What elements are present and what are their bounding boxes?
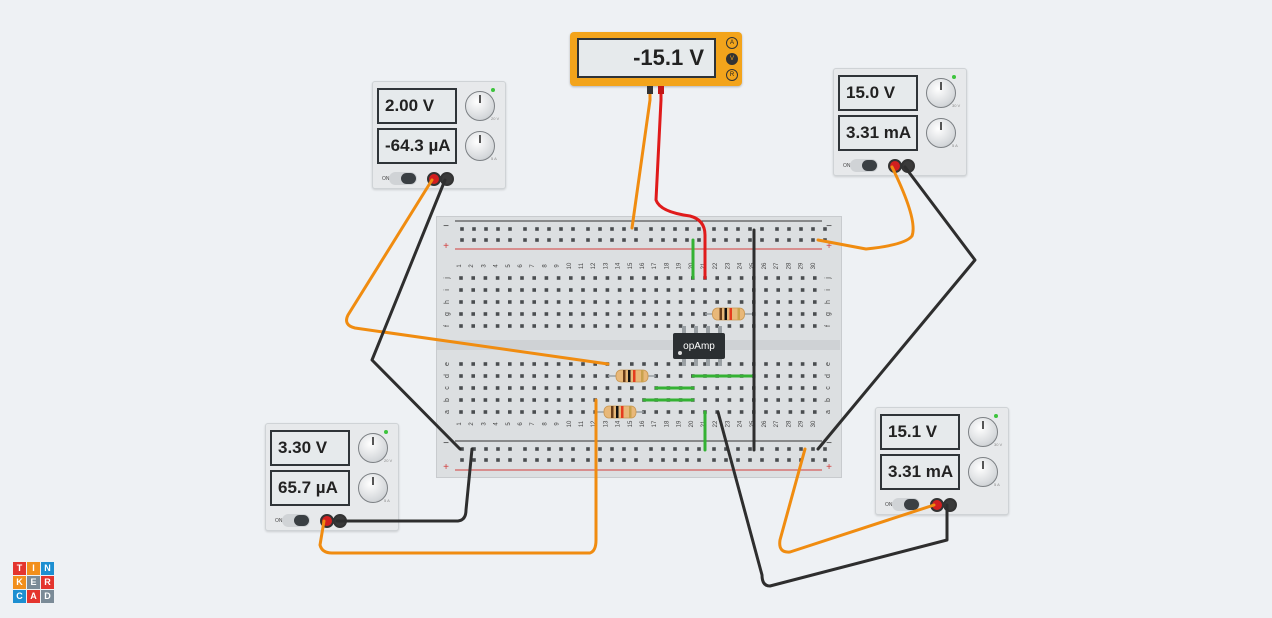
power-supply-top-right[interactable]: 15.0 V 3.31 mA 30 V 5 A ON bbox=[833, 68, 967, 176]
cv-indicator-icon bbox=[994, 414, 998, 418]
tinkercad-logo[interactable]: T I N K E R C A D bbox=[13, 562, 55, 604]
current-knob[interactable] bbox=[926, 118, 956, 148]
current-range-label: 5 A bbox=[994, 482, 1000, 487]
pin1-marker-icon bbox=[678, 351, 682, 355]
voltage-display: 3.30 V bbox=[270, 430, 350, 466]
logo-letter: C bbox=[13, 590, 26, 603]
power-toggle[interactable] bbox=[282, 514, 310, 527]
voltage-display: 15.0 V bbox=[838, 75, 918, 111]
opamp-chip[interactable]: opAmp bbox=[673, 333, 725, 359]
cv-indicator-icon bbox=[491, 88, 495, 92]
cv-indicator-icon bbox=[384, 430, 388, 434]
negative-terminal[interactable] bbox=[943, 498, 957, 512]
current-range-label: 5 A bbox=[384, 498, 390, 503]
mode-voltmeter-button[interactable]: V bbox=[726, 53, 738, 65]
power-supply-bottom-left[interactable]: 3.30 V 65.7 µA 20 V 5 A ON bbox=[265, 423, 399, 531]
voltage-range-label: 20 V bbox=[384, 458, 393, 463]
probe-black-tip bbox=[647, 86, 653, 94]
logo-letter: T bbox=[13, 562, 26, 575]
logo-letter: I bbox=[27, 562, 40, 575]
power-toggle[interactable] bbox=[892, 498, 920, 511]
on-label: ON bbox=[275, 518, 283, 524]
current-display: 3.31 mA bbox=[838, 115, 918, 151]
current-knob[interactable] bbox=[465, 131, 495, 161]
mode-ohmmeter-button[interactable]: R bbox=[726, 69, 738, 81]
positive-terminal[interactable] bbox=[427, 172, 441, 186]
positive-terminal[interactable] bbox=[888, 159, 902, 173]
voltage-display: 2.00 V bbox=[377, 88, 457, 124]
voltage-knob[interactable] bbox=[465, 91, 495, 121]
positive-terminal[interactable] bbox=[320, 514, 334, 528]
logo-letter: D bbox=[41, 590, 54, 603]
breadboard[interactable] bbox=[436, 216, 842, 478]
current-range-label: 5 A bbox=[491, 156, 497, 161]
negative-terminal[interactable] bbox=[440, 172, 454, 186]
negative-terminal[interactable] bbox=[333, 514, 347, 528]
cv-indicator-icon bbox=[952, 75, 956, 79]
current-range-label: 5 A bbox=[952, 143, 958, 148]
voltage-knob[interactable] bbox=[926, 78, 956, 108]
voltage-range-label: 30 V bbox=[952, 103, 961, 108]
current-display: 65.7 µA bbox=[270, 470, 350, 506]
logo-letter: A bbox=[27, 590, 40, 603]
current-display: 3.31 mA bbox=[880, 454, 960, 490]
logo-letter: E bbox=[27, 576, 40, 589]
power-supply-top-left[interactable]: 2.00 V -64.3 µA 20 V 5 A ON bbox=[372, 81, 506, 189]
current-knob[interactable] bbox=[968, 457, 998, 487]
logo-letter: R bbox=[41, 576, 54, 589]
positive-terminal[interactable] bbox=[930, 498, 944, 512]
voltage-range-label: 20 V bbox=[491, 116, 500, 121]
connection-wire bbox=[630, 90, 652, 230]
power-toggle[interactable] bbox=[850, 159, 878, 172]
logo-letter: N bbox=[41, 562, 54, 575]
mode-ammeter-button[interactable]: A bbox=[726, 37, 738, 49]
current-display: -64.3 µA bbox=[377, 128, 457, 164]
voltage-range-label: 30 V bbox=[994, 442, 1003, 447]
probe-red-tip bbox=[658, 86, 664, 94]
voltage-display: 15.1 V bbox=[880, 414, 960, 450]
multimeter-display: -15.1 V bbox=[577, 38, 716, 78]
negative-terminal[interactable] bbox=[901, 159, 915, 173]
power-toggle[interactable] bbox=[389, 172, 417, 185]
power-supply-bottom-right[interactable]: 15.1 V 3.31 mA 30 V 5 A ON bbox=[875, 407, 1009, 515]
multimeter[interactable]: -15.1 V A V R bbox=[570, 32, 742, 86]
chip-label: opAmp bbox=[683, 340, 715, 352]
logo-letter: K bbox=[13, 576, 26, 589]
